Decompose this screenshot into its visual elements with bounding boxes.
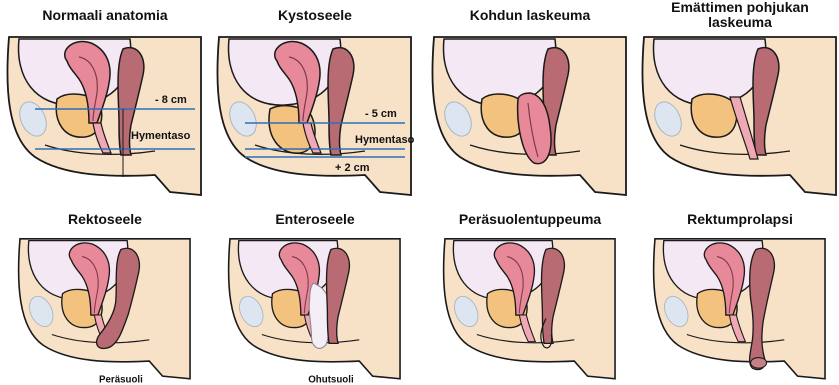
organ-label: Ohutsuoli bbox=[308, 374, 354, 385]
panel-title: Normaali anatomia bbox=[5, 8, 205, 23]
anatomy-illustration bbox=[430, 27, 630, 202]
prolapsed-rectum bbox=[751, 358, 767, 369]
panel-enterocele: Enteroseele Ohutsuoli bbox=[215, 200, 415, 380]
panel-title: Rektoseele bbox=[5, 212, 205, 227]
panel-rectocele: Rektoseele Peräsuoli bbox=[5, 200, 205, 380]
panel-title: Emättimen pohjukan laskeuma bbox=[640, 0, 839, 30]
panel-cystocele: Kystoseele - 5 cm Hymentaso + 2 cm bbox=[215, 5, 415, 185]
panel-uterine-prolapse: Kohdun laskeuma bbox=[430, 5, 630, 185]
anatomy-illustration bbox=[640, 230, 839, 385]
measure-bottom-label: + 2 cm bbox=[335, 162, 370, 174]
panel-title: Rektumprolapsi bbox=[640, 212, 839, 227]
anatomy-illustration bbox=[640, 27, 839, 202]
panel-vault-prolapse: Emättimen pohjukan laskeuma bbox=[640, 0, 839, 180]
hymenal-level-label: Hymentaso bbox=[131, 130, 191, 142]
panel-title: Kohdun laskeuma bbox=[430, 8, 630, 23]
panel-rectal-prolapse: Rektumprolapsi bbox=[640, 200, 839, 380]
panel-title: Kystoseele bbox=[215, 8, 415, 23]
panel-normal-anatomy: Normaali anatomia - 8 cm Hymentaso bbox=[5, 5, 205, 185]
panel-title: Peräsuolentuppeuma bbox=[430, 212, 630, 227]
measure-top-label: - 8 cm bbox=[155, 94, 187, 106]
panel-intussusception: Peräsuolentuppeuma bbox=[430, 200, 630, 380]
hymenal-level-label: Hymentaso bbox=[355, 134, 415, 146]
measure-top-label: - 5 cm bbox=[365, 108, 397, 120]
organ-label: Peräsuoli bbox=[99, 374, 143, 385]
anatomy-illustration bbox=[430, 230, 630, 385]
anatomy-illustration: Peräsuoli bbox=[5, 230, 205, 385]
anatomy-illustration: - 8 cm Hymentaso bbox=[5, 27, 205, 202]
panel-title: Enteroseele bbox=[215, 212, 415, 227]
anatomy-illustration: - 5 cm Hymentaso + 2 cm bbox=[215, 27, 415, 202]
anatomy-illustration: Ohutsuoli bbox=[215, 230, 415, 385]
